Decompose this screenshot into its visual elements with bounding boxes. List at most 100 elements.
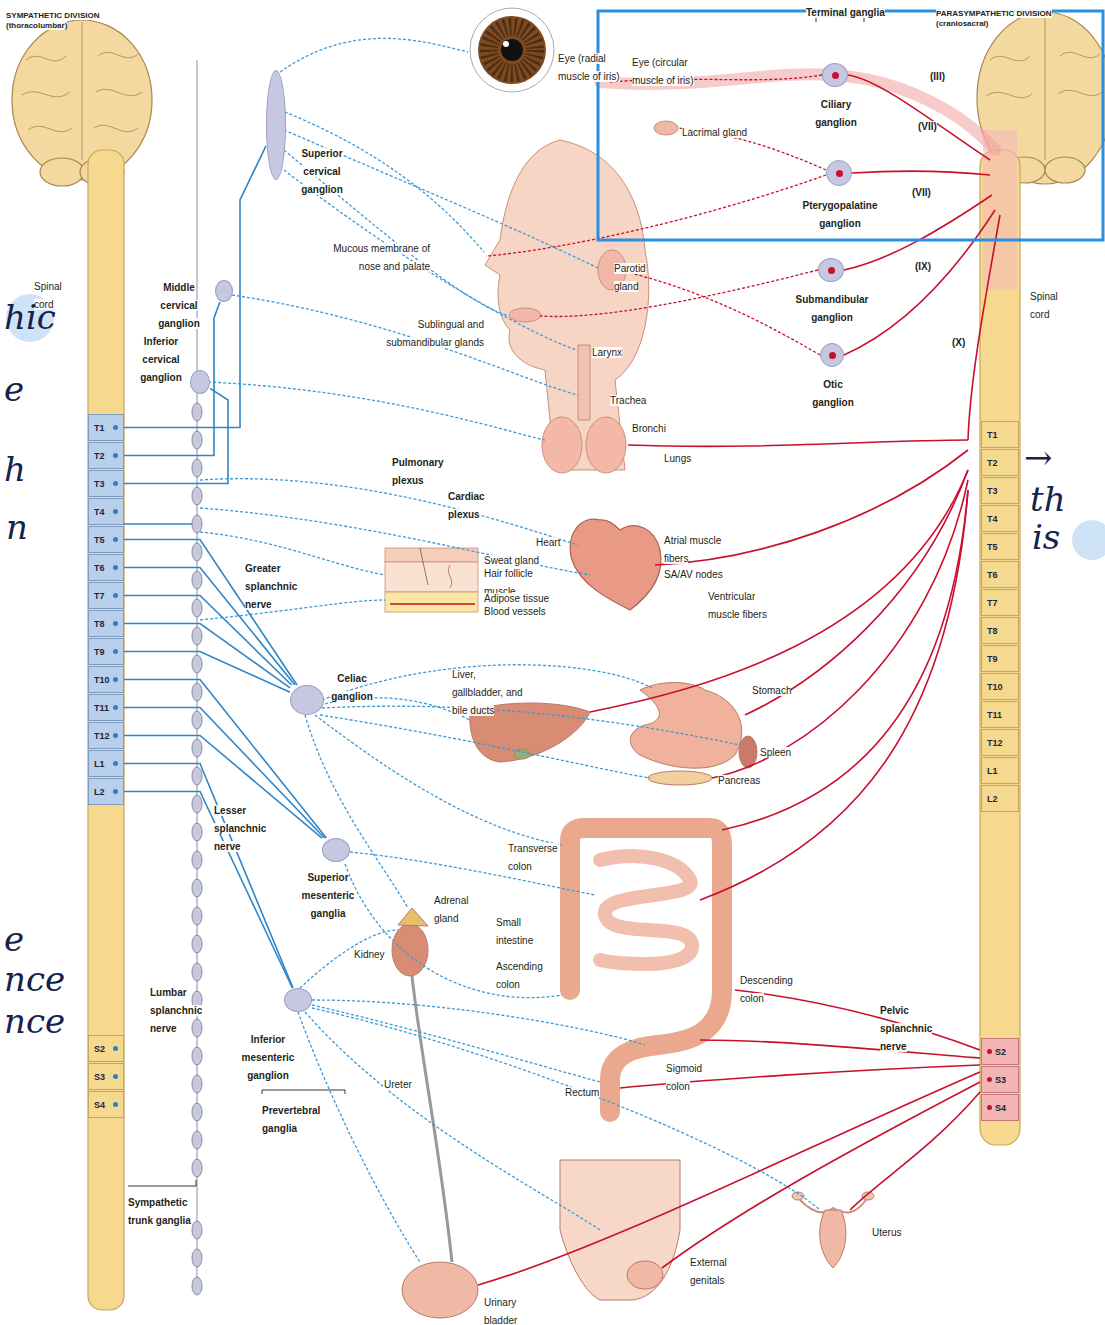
brain-gyri: [94, 125, 138, 131]
brain-gyri: [96, 89, 142, 95]
segment-label: T5: [987, 542, 998, 552]
segment-label: T5: [94, 535, 105, 545]
brain: [1045, 157, 1085, 183]
abdominal-organs: [392, 924, 428, 976]
nerve-label: Pulmonary plexus: [392, 457, 444, 486]
ganglion-label-anchor: Ciliary ganglion: [811, 94, 861, 130]
organ-label: Blood vessels: [484, 606, 546, 617]
label-anchor: Ureter: [384, 1074, 412, 1092]
organ-label: Atrial muscle fibers: [664, 535, 721, 564]
parasympathetic-nerve: [628, 440, 968, 446]
handwritten-note: nce: [4, 1001, 65, 1041]
ganglion-node: Superior mesenteric ganglia: [322, 838, 350, 862]
organ-label: External genitals: [690, 1257, 727, 1286]
ganglion-node: Ciliary ganglion: [822, 63, 848, 87]
parasympathetic-nerve: [478, 1072, 980, 1285]
skin-block: [390, 603, 475, 605]
parasympathetic-nerve: [852, 171, 990, 175]
nerve-connector: [124, 540, 297, 686]
sympathetic-nerve: [320, 715, 650, 778]
organ-label: Descending colon: [740, 975, 793, 1004]
label-anchor: Blood vessels: [484, 601, 546, 619]
handwritten-note: is: [1032, 517, 1060, 557]
organ-label: Heart: [536, 537, 560, 548]
label-anchor: Uterus: [872, 1222, 901, 1240]
handwritten-note: hic: [4, 297, 56, 337]
ganglion-node: Otic ganglion: [820, 343, 844, 367]
segment-label: T12: [94, 731, 110, 741]
label-anchor: e: [4, 372, 24, 406]
spinal-segment: T5: [88, 526, 124, 553]
label-anchor: Lungs: [664, 448, 691, 466]
ganglion-label-anchor: Superior cervical ganglion: [291, 143, 353, 197]
nerve-connector: [124, 652, 290, 693]
organ-label: SA/AV nodes: [664, 569, 723, 580]
head-organs: [654, 121, 678, 135]
label-anchor: Kidney: [354, 944, 385, 962]
spinal-segment: L2: [88, 778, 124, 805]
ganglion-label: Celiac ganglion: [331, 673, 373, 702]
skin-block: [385, 592, 478, 612]
segment-label: T8: [94, 619, 105, 629]
label-anchor: is: [1032, 520, 1060, 554]
nerve-label: Pelvic splanchnic nerve: [880, 1005, 932, 1052]
label-anchor: Sigmoid colon: [666, 1058, 706, 1094]
spinal-segment: T7: [88, 582, 124, 609]
label-anchor: Rectum: [565, 1082, 599, 1100]
segment-label: S4: [94, 1100, 105, 1110]
segment-label: T9: [94, 647, 105, 657]
sympathetic-chain: [192, 879, 202, 897]
spinal-segment: T11: [88, 694, 124, 721]
segment-label: T3: [94, 479, 105, 489]
handwritten-note: →: [1024, 437, 1053, 477]
label-anchor: Spleen: [760, 742, 791, 760]
label-anchor: hic: [4, 300, 56, 334]
sympathetic-nerve: [305, 1012, 600, 1230]
label-anchor: (VII): [918, 116, 937, 134]
brain-gyri: [28, 126, 72, 131]
sympathetic-chain: [192, 1221, 202, 1239]
spinal-cord: [88, 130, 1020, 1310]
spinal-segment: T3: [88, 470, 124, 497]
organ-label: Rectum: [565, 1087, 599, 1098]
ganglion-label: Otic ganglion: [812, 379, 854, 408]
sympathetic-chain: [192, 459, 202, 477]
label-anchor: Larynx: [592, 342, 622, 360]
eye: [489, 27, 535, 73]
label-anchor: PARASYMPATHETIC DIVISION: [936, 2, 1052, 20]
parasympathetic-nerve: [848, 75, 990, 160]
sympathetic-nerve: [200, 532, 385, 575]
label-anchor: Atrial muscle fibers: [664, 530, 724, 566]
ganglion-label: Middle cervical ganglion: [158, 282, 200, 329]
nerve-label: Greater splanchnic nerve: [245, 563, 297, 610]
skin-block: [448, 565, 451, 588]
spinal-segment: L2: [981, 785, 1019, 812]
sympathetic-chain: [192, 711, 202, 729]
segment-label: T7: [987, 598, 998, 608]
organ-label: Lacrimal gland: [682, 127, 747, 138]
eye: [470, 8, 554, 92]
division-heading: SYMPATHETIC DIVISION: [6, 11, 100, 20]
nerve-label: Sympathetic trunk ganglia: [128, 1197, 191, 1226]
sympathetic-chain: [192, 403, 202, 421]
segment-label: L1: [987, 766, 998, 776]
segment-label: T10: [987, 682, 1003, 692]
label-anchor: (X): [952, 332, 965, 350]
sympathetic-chain: [192, 1103, 202, 1121]
ganglion-label-anchor: Submandibular ganglion: [792, 289, 872, 325]
organ-label: Small intestine: [496, 917, 533, 946]
white-ramus: [124, 523, 192, 525]
sympathetic-nerve: [276, 38, 468, 75]
parasympathetic-postganglionic: [486, 175, 826, 256]
spinal-segment: T2: [88, 442, 124, 469]
segment-label: T3: [987, 486, 998, 496]
label-anchor: (IX): [915, 256, 931, 274]
spinal-segment: T12: [88, 722, 124, 749]
sympathetic-chain: [192, 963, 202, 981]
nerve-label: (III): [930, 71, 945, 82]
ganglion-node: Submandibular ganglion: [818, 258, 844, 282]
sympathetic-chain: [192, 683, 202, 701]
division-heading: (craniosacral): [936, 19, 988, 28]
